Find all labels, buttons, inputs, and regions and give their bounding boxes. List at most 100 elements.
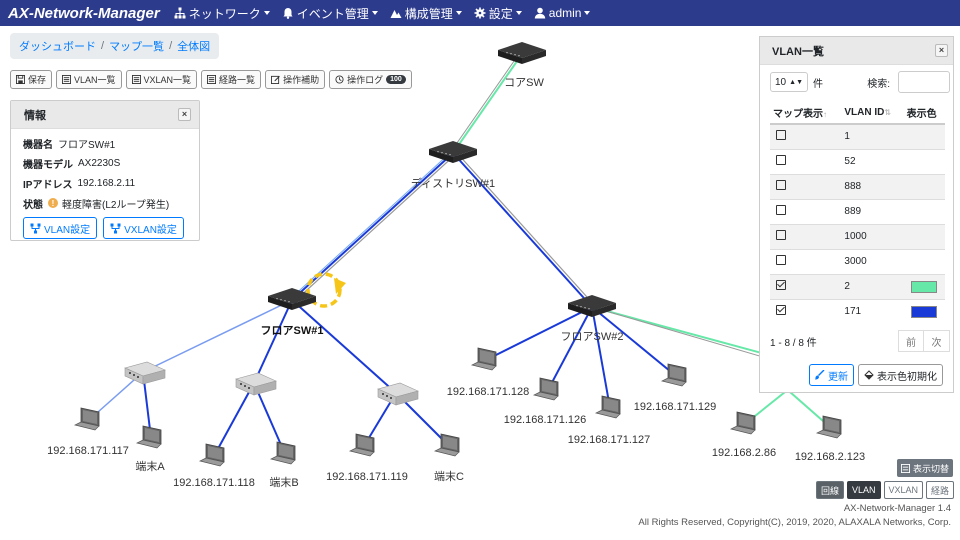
map-display-cell — [770, 123, 842, 149]
column-vlan-id[interactable]: VLAN ID⇅ — [841, 102, 904, 125]
nav-network[interactable]: ネットワーク — [174, 5, 270, 22]
terminal-node[interactable]: 192.168.171.127 — [568, 395, 651, 446]
switch-node[interactable]: フロアSW#2 — [561, 295, 624, 343]
caret-down-icon — [263, 11, 270, 15]
terminal-node[interactable]: 192.168.171.128 — [447, 347, 530, 398]
map-display-checkbox[interactable] — [776, 230, 786, 240]
link-line[interactable] — [142, 299, 293, 373]
close-icon[interactable]: × — [935, 44, 948, 57]
nav-settings[interactable]: 設定 — [474, 5, 522, 22]
route-list-button[interactable]: 経路一覧 — [201, 70, 262, 89]
link-line[interactable] — [253, 382, 286, 455]
caret-down-icon — [455, 11, 462, 15]
mode-vlan-button[interactable]: VLAN — [847, 481, 881, 499]
terminal-node[interactable]: 端末A — [135, 425, 165, 473]
switch-node[interactable]: コアSW — [498, 42, 546, 89]
link-line[interactable] — [291, 152, 454, 301]
nav-config[interactable]: 構成管理 — [390, 5, 462, 22]
link-line[interactable] — [591, 306, 781, 359]
list-icon — [901, 463, 910, 473]
map-display-checkbox[interactable] — [776, 255, 786, 265]
color-swatch[interactable] — [910, 305, 937, 318]
reset-colors-button[interactable]: 表示色初期化 — [858, 364, 943, 386]
map-display-checkbox[interactable] — [776, 130, 786, 141]
link-line[interactable] — [213, 382, 255, 457]
laptop-icon — [270, 441, 296, 465]
link-line[interactable] — [295, 152, 458, 301]
link-line[interactable] — [591, 306, 611, 409]
mode-route-button[interactable]: 経路 — [926, 481, 955, 499]
link-line[interactable] — [591, 306, 781, 363]
terminal-node[interactable]: 192.168.171.119 — [326, 433, 408, 483]
brand-logo[interactable]: AX-Network-Manager — [8, 4, 160, 22]
link-line[interactable] — [591, 306, 677, 377]
vlan-list-button[interactable]: VLAN一覧 — [56, 70, 122, 89]
update-button[interactable]: 更新 — [809, 364, 854, 386]
map-display-checkbox[interactable] — [776, 180, 786, 190]
link-line[interactable] — [547, 306, 593, 391]
floor-hub-icon[interactable] — [377, 382, 419, 406]
color-swatch[interactable] — [910, 280, 937, 293]
vlan-table-row: 3000 — [770, 248, 945, 274]
node-label: フロアSW#1 — [261, 324, 324, 337]
breadcrumb-map-list[interactable]: マップ一覧 — [109, 41, 165, 53]
link-line[interactable] — [253, 299, 293, 384]
breadcrumb-overview[interactable]: 全体図 — [177, 41, 211, 53]
terminal-node[interactable]: 192.168.2.86 — [712, 411, 776, 459]
terminal-node[interactable]: 192.168.171.118 — [173, 443, 255, 489]
column-map-display[interactable]: マップ表示↑ — [770, 102, 842, 125]
map-display-checkbox[interactable] — [776, 280, 786, 290]
terminal-node[interactable]: 端末C — [434, 433, 464, 483]
nav-events[interactable]: イベント管理 — [282, 5, 378, 22]
link-line[interactable] — [449, 53, 520, 154]
nav-network-label: ネットワーク — [188, 6, 261, 21]
link-line[interactable] — [452, 53, 523, 154]
link-line[interactable] — [456, 152, 597, 308]
terminal-node[interactable]: 端末B — [269, 441, 299, 489]
warning-icon: ! — [48, 198, 58, 208]
column-display-color: 表示色 — [903, 102, 945, 125]
list-icon — [131, 75, 141, 84]
vxlan-list-button[interactable]: VXLAN一覧 — [125, 70, 198, 89]
operation-assist-button[interactable]: 操作補助 — [265, 70, 326, 89]
mode-line-button[interactable]: 回線 — [816, 481, 845, 499]
link-line[interactable] — [452, 152, 593, 308]
terminal-node[interactable]: 192.168.171.117 — [47, 407, 129, 457]
floor-hub-icon[interactable] — [124, 361, 166, 385]
display-color-cell — [903, 123, 945, 149]
link-line[interactable] — [291, 299, 397, 394]
link-line[interactable] — [485, 306, 593, 361]
switch-node[interactable]: フロアSW#1 — [261, 288, 324, 337]
breadcrumb-dashboard[interactable]: ダッシュボード — [19, 41, 96, 53]
operation-log-button[interactable]: 操作ログ 100 — [329, 70, 412, 89]
display-switch-button[interactable]: 表示切替 — [897, 459, 954, 477]
map-display-cell — [770, 148, 842, 174]
nav-user[interactable]: admin — [534, 6, 591, 20]
map-display-checkbox[interactable] — [776, 305, 786, 316]
map-display-cell — [770, 248, 842, 274]
save-button[interactable]: 保存 — [10, 70, 53, 89]
floor-hub-icon[interactable] — [235, 372, 277, 396]
vlan-panel-title: VLAN一覧 — [772, 45, 824, 58]
terminal-node[interactable]: 192.168.171.126 — [504, 377, 587, 426]
map-display-checkbox[interactable] — [776, 205, 786, 215]
terminal-node[interactable]: 192.168.171.129 — [634, 363, 717, 413]
mode-vxlan-button[interactable]: VXLAN — [883, 481, 924, 499]
vlan-list-button-label: VLAN一覧 — [74, 75, 116, 85]
search-input[interactable] — [898, 71, 950, 93]
page-size-select[interactable]: 10▲▼ — [770, 72, 808, 92]
switch-node[interactable]: ディストリSW#1 — [411, 141, 495, 190]
vxlan-settings-button[interactable]: VXLAN設定 — [103, 217, 184, 239]
next-page-button[interactable]: 次 — [924, 330, 950, 352]
node-label: 192.168.171.129 — [634, 401, 717, 413]
vlan-settings-button[interactable]: VLAN設定 — [23, 217, 98, 239]
link-line[interactable] — [288, 152, 451, 301]
map-display-checkbox[interactable] — [776, 155, 786, 165]
edit-icon — [271, 75, 280, 84]
close-icon[interactable]: × — [178, 108, 191, 121]
terminal-node[interactable]: 192.168.2.123 — [795, 415, 865, 463]
list-icon — [207, 75, 217, 84]
prev-page-button[interactable]: 前 — [898, 330, 924, 352]
